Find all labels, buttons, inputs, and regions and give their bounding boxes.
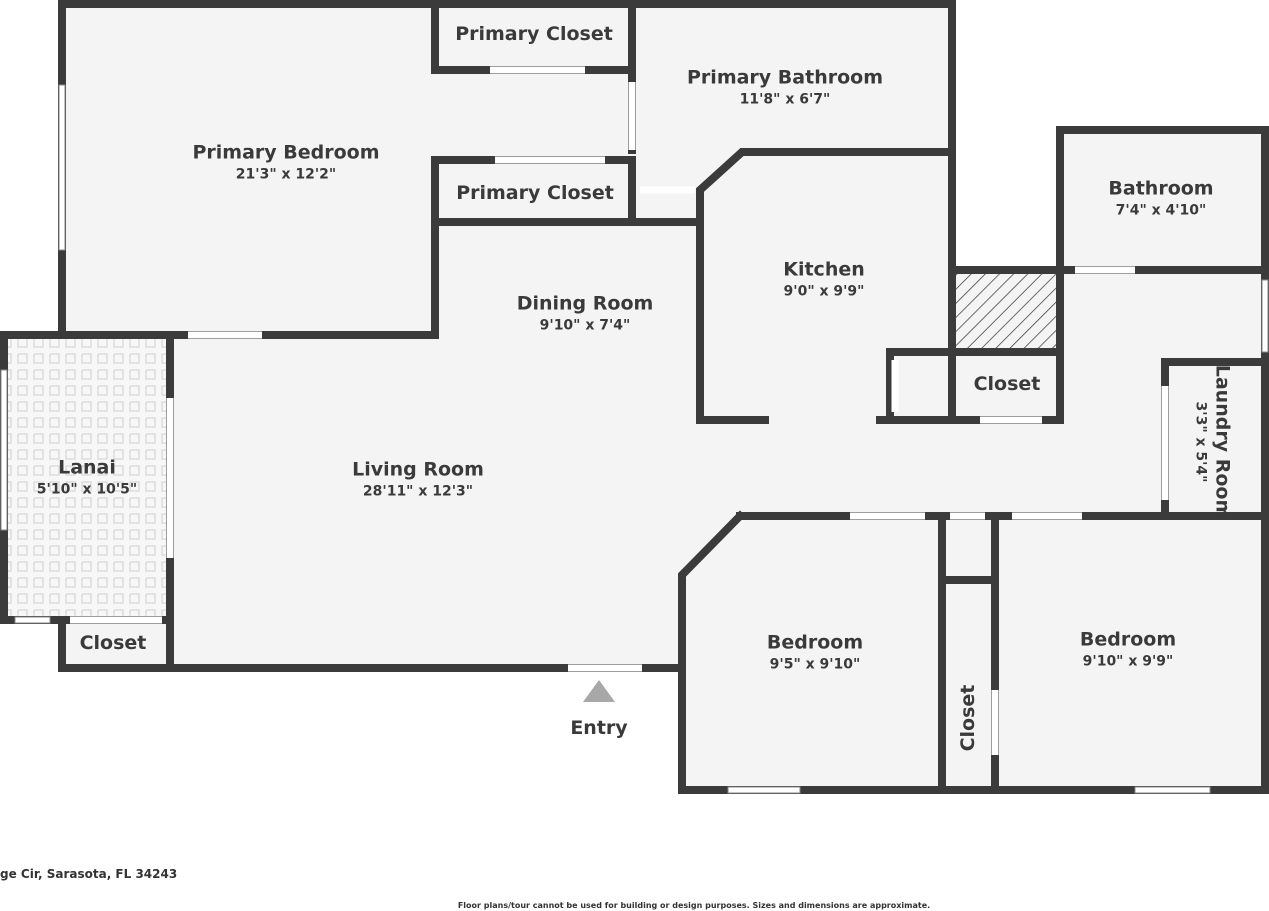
address: ge Cir, Sarasota, FL 34243 (0, 867, 178, 881)
room-dims: 28'11" x 12'3" (362, 483, 474, 500)
room-dims: 5'10" x 10'5" (36, 481, 138, 498)
room-name: Lanai (58, 456, 116, 479)
room-name: Closet (973, 373, 1041, 395)
room-primary-bathroom: Primary Bathroom 11'8" x 6'7" (687, 67, 883, 108)
room-name: Primary Closet (455, 23, 613, 45)
room-dims: 9'10" x 7'4" (539, 317, 631, 334)
room-dining-room: Dining Room 9'10" x 7'4" (517, 293, 654, 334)
floors (62, 4, 1265, 790)
room-name: Closet (957, 684, 979, 752)
openings (70, 66, 1169, 755)
entry-text: Entry (570, 717, 628, 739)
room-bedroom-2: Bedroom 9'10" x 9'9" (1080, 629, 1176, 670)
room-name: Primary Bedroom (192, 141, 380, 164)
room-closet-bedrooms: Closet (957, 685, 979, 752)
room-name: Closet (79, 632, 147, 654)
room-name: Bathroom (1108, 177, 1214, 200)
room-primary-bedroom: Primary Bedroom 21'3" x 12'2" (192, 142, 379, 183)
room-living-room: Living Room 28'11" x 12'3" (352, 459, 484, 500)
room-dims: 11'8" x 6'7" (739, 91, 831, 108)
room-name: Laundry Room (1211, 364, 1234, 520)
hatched-area (956, 274, 1056, 350)
room-dims: 3'3" x 5'4" (1192, 401, 1209, 483)
room-closet-lanai: Closet (80, 632, 147, 654)
room-name: Bedroom (1079, 628, 1177, 651)
room-bathroom: Bathroom 7'4" x 4'10" (1108, 178, 1213, 219)
room-name: Primary Bathroom (687, 66, 883, 89)
room-name: Bedroom (766, 631, 864, 654)
room-name: Kitchen (783, 258, 865, 281)
room-name: Living Room (352, 458, 484, 481)
room-name: Dining Room (516, 292, 654, 315)
lanai-tile-floor (8, 339, 170, 620)
room-dims: 9'10" x 9'9" (1082, 653, 1174, 670)
room-kitchen: Kitchen 9'0" x 9'9" (783, 259, 865, 300)
room-lanai: Lanai 5'10" x 10'5" (37, 457, 137, 498)
room-name: Primary Closet (456, 182, 614, 204)
windows (0, 84, 1269, 794)
room-bedroom-1: Bedroom 9'5" x 9'10" (767, 632, 863, 673)
room-dims: 7'4" x 4'10" (1115, 202, 1207, 219)
room-primary-closet-bottom: Primary Closet (456, 182, 614, 204)
room-dims: 9'5" x 9'10" (769, 656, 861, 673)
room-dims: 21'3" x 12'2" (235, 166, 337, 183)
room-primary-closet-top: Primary Closet (455, 23, 613, 45)
room-dims: 9'0" x 9'9" (783, 283, 865, 300)
entry-marker-icon (583, 680, 615, 702)
room-closet-kitchen: Closet (974, 373, 1041, 395)
entry-label: Entry (570, 717, 627, 739)
disclaimer: Floor plans/tour cannot be used for buil… (457, 901, 931, 910)
